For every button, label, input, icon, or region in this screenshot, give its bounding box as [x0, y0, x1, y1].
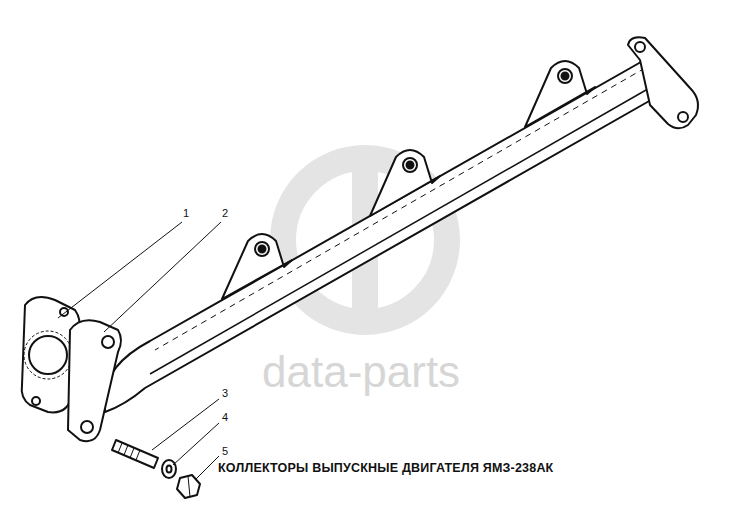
watermark-text: data-parts	[262, 350, 460, 394]
lug-hole	[407, 162, 414, 169]
inlet-flange	[68, 320, 121, 441]
lug-hole	[562, 73, 569, 80]
leader-line	[173, 423, 219, 465]
tube-highlight	[155, 68, 645, 350]
lug-hole	[558, 69, 572, 83]
gasket-ring	[24, 331, 72, 379]
stud	[112, 440, 158, 468]
flange-hole	[678, 112, 688, 122]
nut-edge	[188, 476, 190, 497]
gasket-hole	[32, 397, 40, 405]
flange-hole	[102, 336, 114, 348]
callout-number: 1	[183, 208, 189, 219]
callout-number: 5	[222, 446, 228, 457]
callout-number: 4	[222, 412, 228, 423]
leader-line	[104, 222, 221, 332]
lug-hole	[259, 246, 266, 253]
port-lug	[222, 234, 292, 299]
manifold-tube	[105, 54, 665, 412]
port-lug	[525, 61, 595, 127]
callout-number: 3	[222, 388, 228, 399]
gasket-bore	[29, 336, 67, 374]
gasket-hole	[60, 308, 68, 316]
end-flange	[628, 37, 698, 128]
flange-hole	[635, 42, 645, 52]
leader-line	[152, 399, 219, 450]
washer-hole	[167, 466, 172, 473]
port-lug	[370, 150, 440, 216]
tube-edge	[150, 82, 660, 374]
callout-number: 2	[222, 208, 228, 219]
leader-line	[58, 222, 182, 318]
flange-hole	[81, 421, 93, 433]
lug-hole	[255, 242, 269, 256]
lug-hole	[403, 158, 417, 172]
caption-text: КОЛЛЕКТОРЫ ВЫПУСКНЫЕ ДВИГАТЕЛЯ ЯМЗ-238АК	[218, 462, 553, 475]
leader-line	[195, 456, 219, 480]
stud-thread	[118, 443, 140, 460]
washer	[162, 460, 176, 478]
